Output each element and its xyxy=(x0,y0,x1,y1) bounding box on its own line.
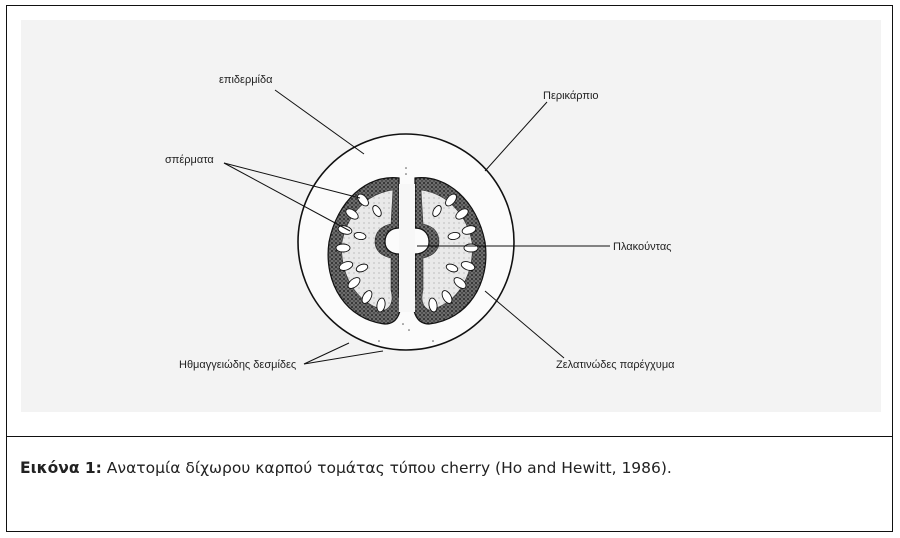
caption-prefix: Εικόνα 1: xyxy=(20,459,102,477)
tomato-cross-section-diagram: επιδερμίδα σπέρματα Περικάρπιο Πλακούντα… xyxy=(7,6,892,436)
figure-frame: επιδερμίδα σπέρματα Περικάρπιο Πλακούντα… xyxy=(6,5,893,532)
caption-divider xyxy=(7,436,892,437)
caption-text: Ανατομία δίχωρου καρπού τομάτας τύπου ch… xyxy=(102,459,672,477)
figure-caption: Εικόνα 1: Ανατομία δίχωρου καρπού τομάτα… xyxy=(20,452,882,485)
label-gelatinous-parenchyma: Ζελατινώδες παρέγχυμα xyxy=(556,359,675,371)
label-pericarp: Περικάρπιο xyxy=(543,90,599,102)
label-seeds: σπέρματα xyxy=(165,154,214,166)
label-vascular-bundles: Ηθμαγγειώδης δεσμίδες xyxy=(179,359,296,371)
label-epidermis: επιδερμίδα xyxy=(219,74,273,86)
placenta-column xyxy=(399,184,415,312)
label-placenta: Πλακούντας xyxy=(613,241,672,253)
